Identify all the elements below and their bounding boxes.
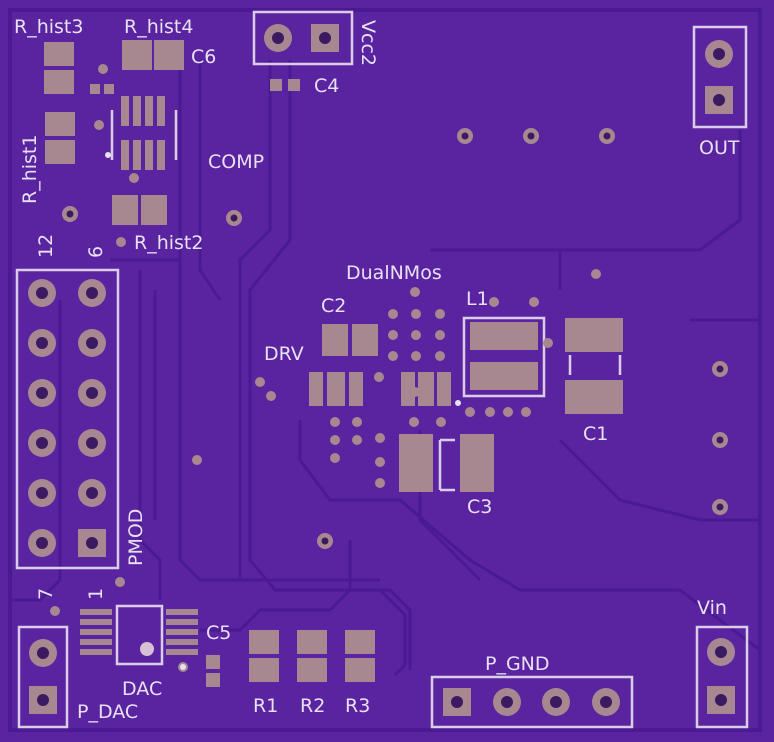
p-gnd-outline	[430, 675, 634, 729]
label-r3: R3	[345, 695, 370, 717]
label-vin: Vin	[697, 597, 727, 619]
label-c1: C1	[583, 423, 608, 445]
small-vias	[50, 64, 601, 672]
label-p-gnd: P_GND	[485, 653, 550, 675]
label-pin7: 7	[35, 588, 57, 600]
label-out: OUT	[699, 137, 740, 159]
label-c5: C5	[206, 622, 231, 644]
through-hole-pads	[28, 24, 735, 716]
pin1-markers	[105, 152, 461, 670]
smd-pads	[44, 40, 623, 687]
label-drv: DRV	[264, 343, 304, 365]
label-dac: DAC	[122, 678, 162, 700]
silkscreen-outlines	[15, 10, 749, 729]
pmod-header-outline	[15, 268, 120, 570]
out-header-outline	[692, 25, 748, 129]
label-p-dac: P_DAC	[77, 701, 138, 723]
label-r1: R1	[253, 695, 278, 717]
l1-outline	[462, 316, 546, 398]
label-r2: R2	[300, 695, 325, 717]
dac-outline	[115, 604, 164, 666]
label-pin6: 6	[85, 246, 107, 258]
label-c2: C2	[321, 295, 346, 317]
label-r-hist2: R_hist2	[134, 232, 203, 254]
label-r-hist3: R_hist3	[14, 16, 83, 38]
label-r-hist4: R_hist4	[124, 16, 193, 38]
silkscreen-labels: R_hist3 R_hist4 C6 C4 Vcc2 OUT R_hist1 C…	[14, 16, 740, 723]
vcc2-header-outline	[252, 10, 354, 66]
label-vcc2: Vcc2	[357, 20, 379, 66]
label-dualnmos: DualNMos	[346, 262, 442, 284]
vin-outline	[695, 625, 749, 729]
label-c6: C6	[191, 46, 216, 68]
label-r-hist1: R_hist1	[19, 135, 41, 204]
label-pmod: PMOD	[125, 509, 147, 566]
copper-traces	[8, 8, 762, 732]
label-l1: L1	[466, 288, 489, 310]
label-pin1: 1	[85, 588, 107, 600]
label-c3: C3	[467, 496, 492, 518]
label-comp: COMP	[208, 151, 264, 173]
p-dac-outline	[17, 625, 69, 729]
label-pin12: 12	[35, 234, 57, 258]
label-c4: C4	[314, 75, 339, 97]
